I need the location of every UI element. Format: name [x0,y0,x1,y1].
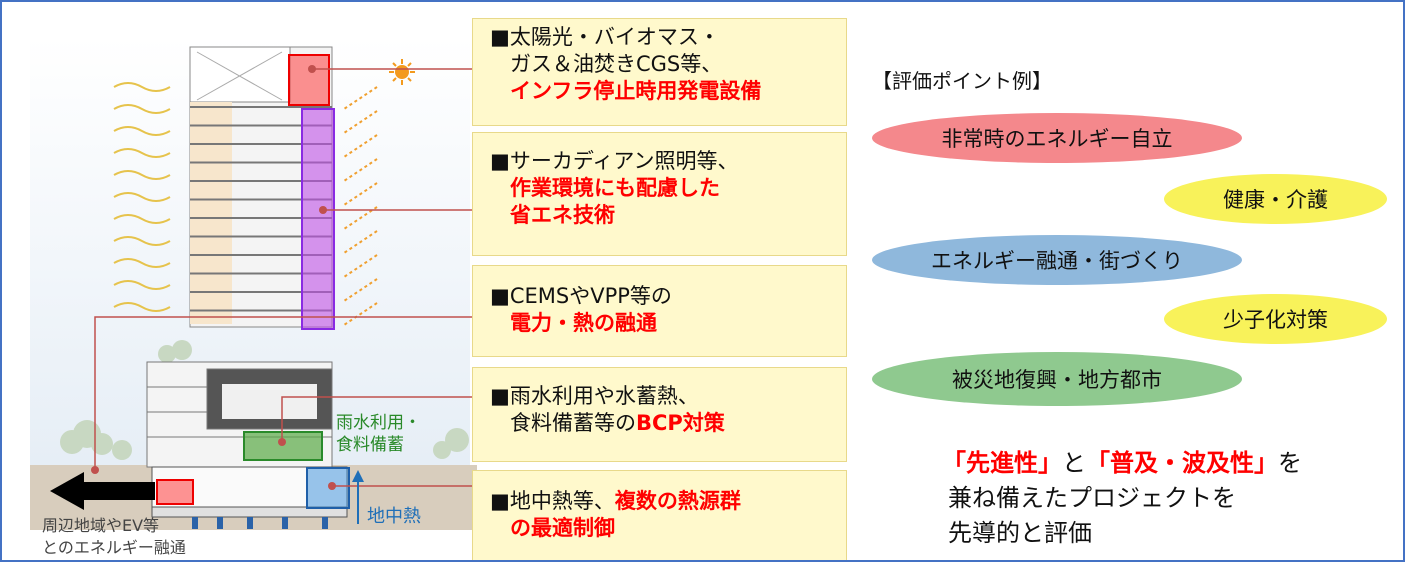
wind-arrows [113,82,171,312]
sun-ray [343,110,378,134]
wind-arrow [113,192,171,202]
grid-marker [156,479,194,505]
sun-ray [343,278,378,302]
geothermal-arrow [352,470,364,524]
evaluation-heading: 【評価ポイント例】 [872,69,1052,93]
geothermal-label: 地中熱 [367,506,421,527]
conclusion-text: 「先進性」と「普及・波及性」を 兼ね備えたプロジェクトを 先導的と評価 [942,449,1302,547]
wind-arrow [113,214,171,224]
building-illustration [30,37,477,530]
info-box-energy-sharing: ■CEMSやVPP等の 電力・熱の融通 [472,265,847,357]
energy-flow-arrow [50,472,155,510]
rainwater-label: 雨水利用・ 食料備蓄 [336,413,421,455]
connector-dots [91,65,336,490]
sun-ray [343,254,378,278]
wind-arrow [113,170,171,180]
wind-arrow [113,104,171,114]
surrounding-label: 周辺地域やEV等 とのエネルギー融通 [42,516,186,557]
point-birthrate: 少子化対策 [1164,294,1387,344]
point-energy-town: エネルギー融通・街づくり [872,235,1242,285]
trees [60,340,469,460]
info-box-heat-sources: ■地中熱等、複数の熱源群 の最適制御 [472,470,847,560]
sun-ray [343,302,378,326]
sun-ray [343,86,378,110]
sun-ray [343,182,378,206]
geothermal-marker [306,467,350,509]
info-box-energy-saving: ■サーカディアン照明等、 作業環境にも配慮した 省エネ技術 [472,132,847,256]
wind-arrow [113,126,171,136]
storage-marker [243,431,323,461]
lighting-marker [301,108,335,330]
point-health-care: 健康・介護 [1164,174,1387,224]
wind-arrow [113,148,171,158]
connector-lines [94,68,472,487]
sun-ray [343,158,378,182]
info-box-power-generation: ■太陽光・バイオマス・ ガス＆油焚きCGS等、 インフラ停止時用発電設備 [472,18,847,126]
info-box-bcp: ■雨水利用や水蓄熱、 食料備蓄等のBCP対策 [472,367,847,462]
point-disaster-recovery: 被災地復興・地方都市 [872,352,1242,406]
wind-arrow [113,82,171,92]
wind-arrow [113,280,171,290]
sun-ray [343,230,378,254]
wind-arrow [113,236,171,246]
wind-arrow [113,258,171,268]
point-energy-independence: 非常時のエネルギー自立 [872,113,1242,163]
generator-marker [288,54,330,106]
sun-ray [343,134,378,158]
wind-arrow [113,302,171,312]
